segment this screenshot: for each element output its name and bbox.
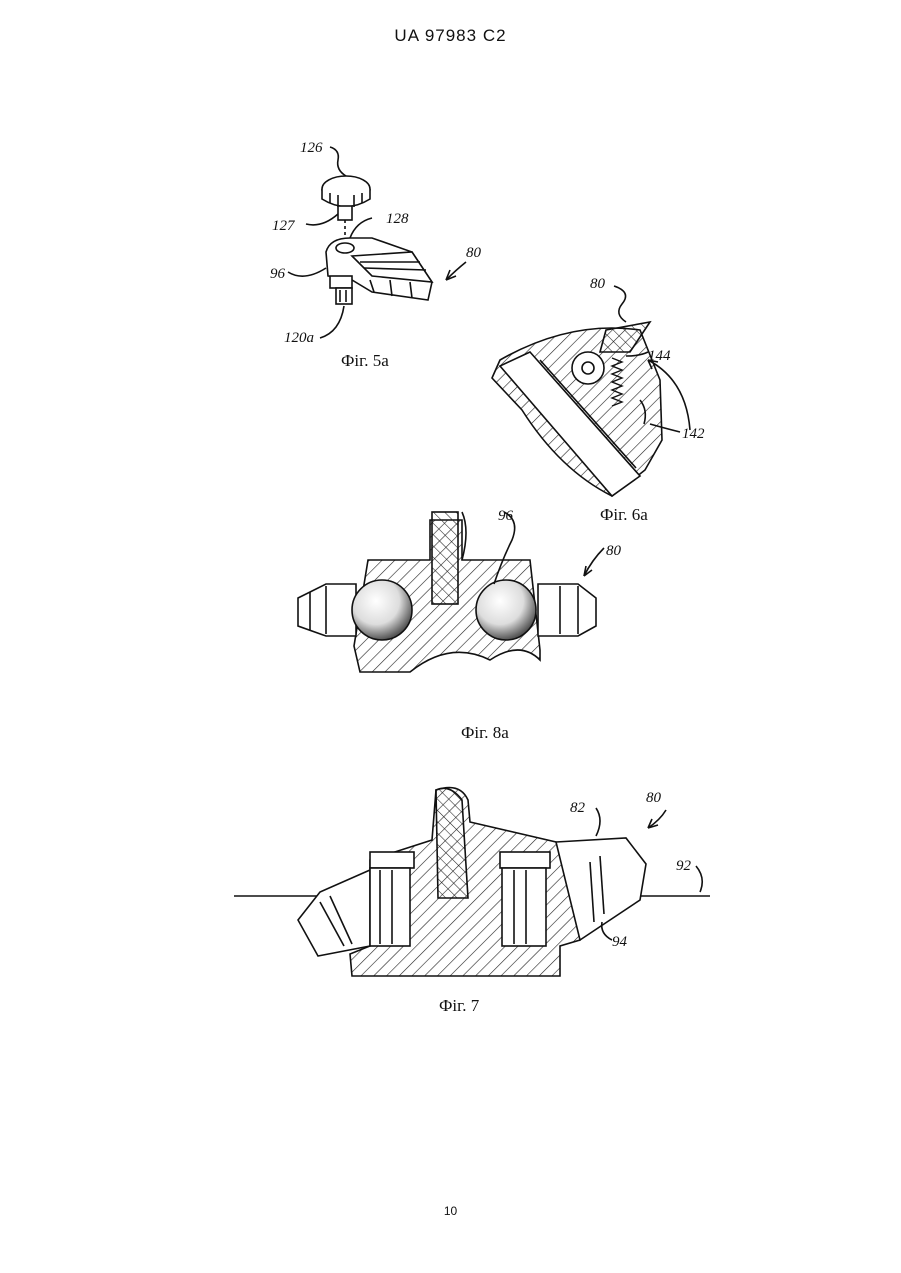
label-127: 127 (272, 218, 296, 234)
label-92: 92 (676, 858, 692, 874)
caption-fig-5a: Фіг. 5a (341, 351, 389, 371)
label-126: 126 (300, 140, 323, 156)
label-144: 144 (648, 348, 671, 364)
label-80: 80 (590, 276, 606, 292)
label-96: 96 (270, 266, 286, 282)
label-96: 96 (498, 508, 514, 524)
label-128: 128 (386, 211, 409, 227)
caption-fig-6a: Фіг. 6a (600, 505, 648, 525)
label-94: 94 (612, 934, 628, 950)
label-80: 80 (646, 790, 662, 806)
figure-8a-drawing (298, 512, 604, 672)
label-142: 142 (682, 426, 705, 442)
caption-fig-7: Фіг. 7 (439, 996, 479, 1016)
caption-fig-8a: Фіг. 8a (461, 723, 509, 743)
label-82: 82 (570, 800, 586, 816)
figure-6a-drawing (492, 286, 690, 496)
page-number: 10 (0, 1204, 901, 1218)
label-80: 80 (466, 245, 482, 261)
figure-7-drawing (234, 788, 710, 976)
label-120a: 120a (284, 330, 314, 346)
figure-5a-drawing (288, 147, 466, 338)
label-80: 80 (606, 543, 622, 559)
